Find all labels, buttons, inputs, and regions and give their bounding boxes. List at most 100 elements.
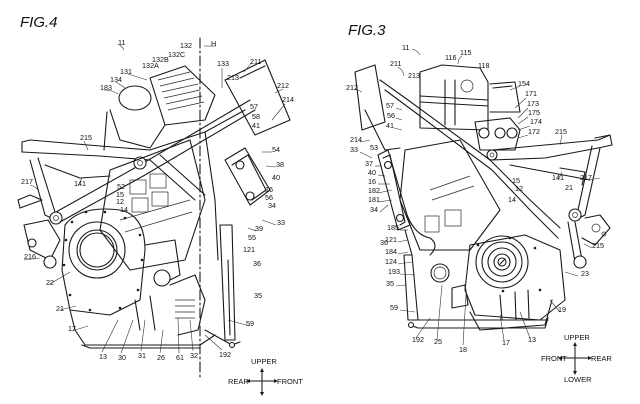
reference-numeral: 131 [120,67,132,76]
reference-numeral: 217 [21,177,33,186]
reference-numeral: 36 [253,259,261,268]
reference-numeral: 212 [346,83,358,92]
reference-numeral: 58 [252,112,260,121]
reference-numeral: 21 [565,183,573,192]
throttle-cluster [474,117,521,151]
reference-numeral: 54 [272,145,280,154]
reference-numeral: 118 [478,61,489,70]
direction-lower-label: LOWER [564,375,592,384]
figure-3-orientation-indicator: UPPER FRONT REAR LOWER [541,333,612,384]
reference-numeral: 215 [555,127,567,136]
reference-numeral: 11 [118,38,125,47]
reference-numeral: 215 [80,133,92,142]
reference-numeral: 34 [268,201,276,210]
rear-frame-fig3 [491,134,613,269]
reference-numeral: 154 [518,79,530,88]
rear-frame [17,109,246,269]
reference-numeral: 56 [387,111,395,120]
reference-numeral: 57 [386,101,394,110]
engine-block-fig3 [399,139,501,256]
oil-filter [430,263,469,309]
reference-numeral: 41 [386,121,394,130]
figure-4-leaders [23,43,286,354]
reference-numeral: H [211,39,216,48]
reference-numeral: 185 [387,223,399,232]
figure-4-orientation-indicator: UPPER REAR FRONT [228,357,303,396]
reference-numeral: 175 [528,108,540,117]
reference-numeral: 181 [368,195,380,204]
reference-numeral: 211 [250,57,261,66]
reference-numeral: 141 [74,179,86,188]
reference-numeral: 22 [46,278,54,287]
reference-numeral: 59 [246,319,254,328]
reference-numeral: 11 [402,43,409,52]
reference-numeral: 38 [276,160,284,169]
reference-numeral: 214 [282,95,294,104]
crankcase-fig3 [407,289,553,331]
reference-numeral: 121 [385,235,397,244]
reference-numeral: 56 [265,193,273,202]
reference-numeral: 33 [277,218,285,227]
reference-numeral: 182 [368,186,380,195]
reference-numeral: 14 [120,205,128,214]
reference-numeral: 174 [530,117,542,126]
reference-numeral: 141 [552,173,564,182]
front-frame [354,64,561,239]
reference-numeral: 35 [386,279,394,288]
reference-numeral: 16 [265,185,273,194]
reference-numeral: 41 [252,121,260,130]
reference-numeral: 217 [580,173,592,182]
reference-numeral: 17 [68,324,76,333]
reference-numeral: 61 [176,353,184,362]
reference-numeral: 17 [502,338,510,347]
reference-numeral: 193 [388,267,400,276]
figure-3-leaders [354,48,601,346]
figure-3: FIG.3 [346,22,613,384]
reference-numeral: 133 [217,59,229,68]
reference-numeral: 192 [219,350,231,359]
reference-numeral: 55 [248,233,256,242]
reference-numeral: 12 [116,197,124,206]
reference-numeral: 216 [24,252,36,261]
reference-numeral: 26 [157,353,165,362]
reference-numeral: 213 [227,73,239,82]
reference-numeral: 184 [385,247,397,256]
direction-rear-label: REAR [228,377,249,386]
reference-numeral: 192 [412,335,424,344]
reference-numeral: 215 [592,241,604,250]
reference-numeral: 134 [110,75,122,84]
figure-4: FIG.4 [17,14,303,396]
reference-numeral: 13 [528,335,536,344]
reference-numeral: 116 [445,53,456,62]
reference-numeral: 132B [152,55,169,64]
reference-numeral: 39 [255,224,263,233]
reference-numeral: 19 [558,305,566,314]
reference-numeral: 53 [370,143,378,152]
reference-numeral: 57 [250,102,258,111]
direction-front-label: FRONT [541,354,567,363]
reference-numeral: 173 [527,99,539,108]
reference-numeral: 23 [581,269,589,278]
airbox [103,65,216,151]
reference-numeral: 32 [190,351,198,360]
reference-numeral: 40 [368,168,376,177]
reference-numeral: 132A [142,61,159,70]
clutch-cover [61,208,146,316]
reference-numeral: 132C [168,50,185,59]
reference-numeral: 124 [385,257,397,266]
main-frame [55,59,291,261]
reference-numeral: 132 [180,41,192,50]
direction-rear-label: REAR [591,354,612,363]
reference-numeral: 211 [390,59,401,68]
reference-numeral: 59 [390,303,398,312]
reference-numeral: 37 [365,159,373,168]
reference-numeral: 183 [100,83,112,92]
crankcase [69,239,216,349]
reference-numeral: 18 [459,345,467,354]
reference-numeral: 212 [277,81,289,90]
reference-numeral: 35 [254,291,262,300]
radiator-fig3 [377,149,419,321]
